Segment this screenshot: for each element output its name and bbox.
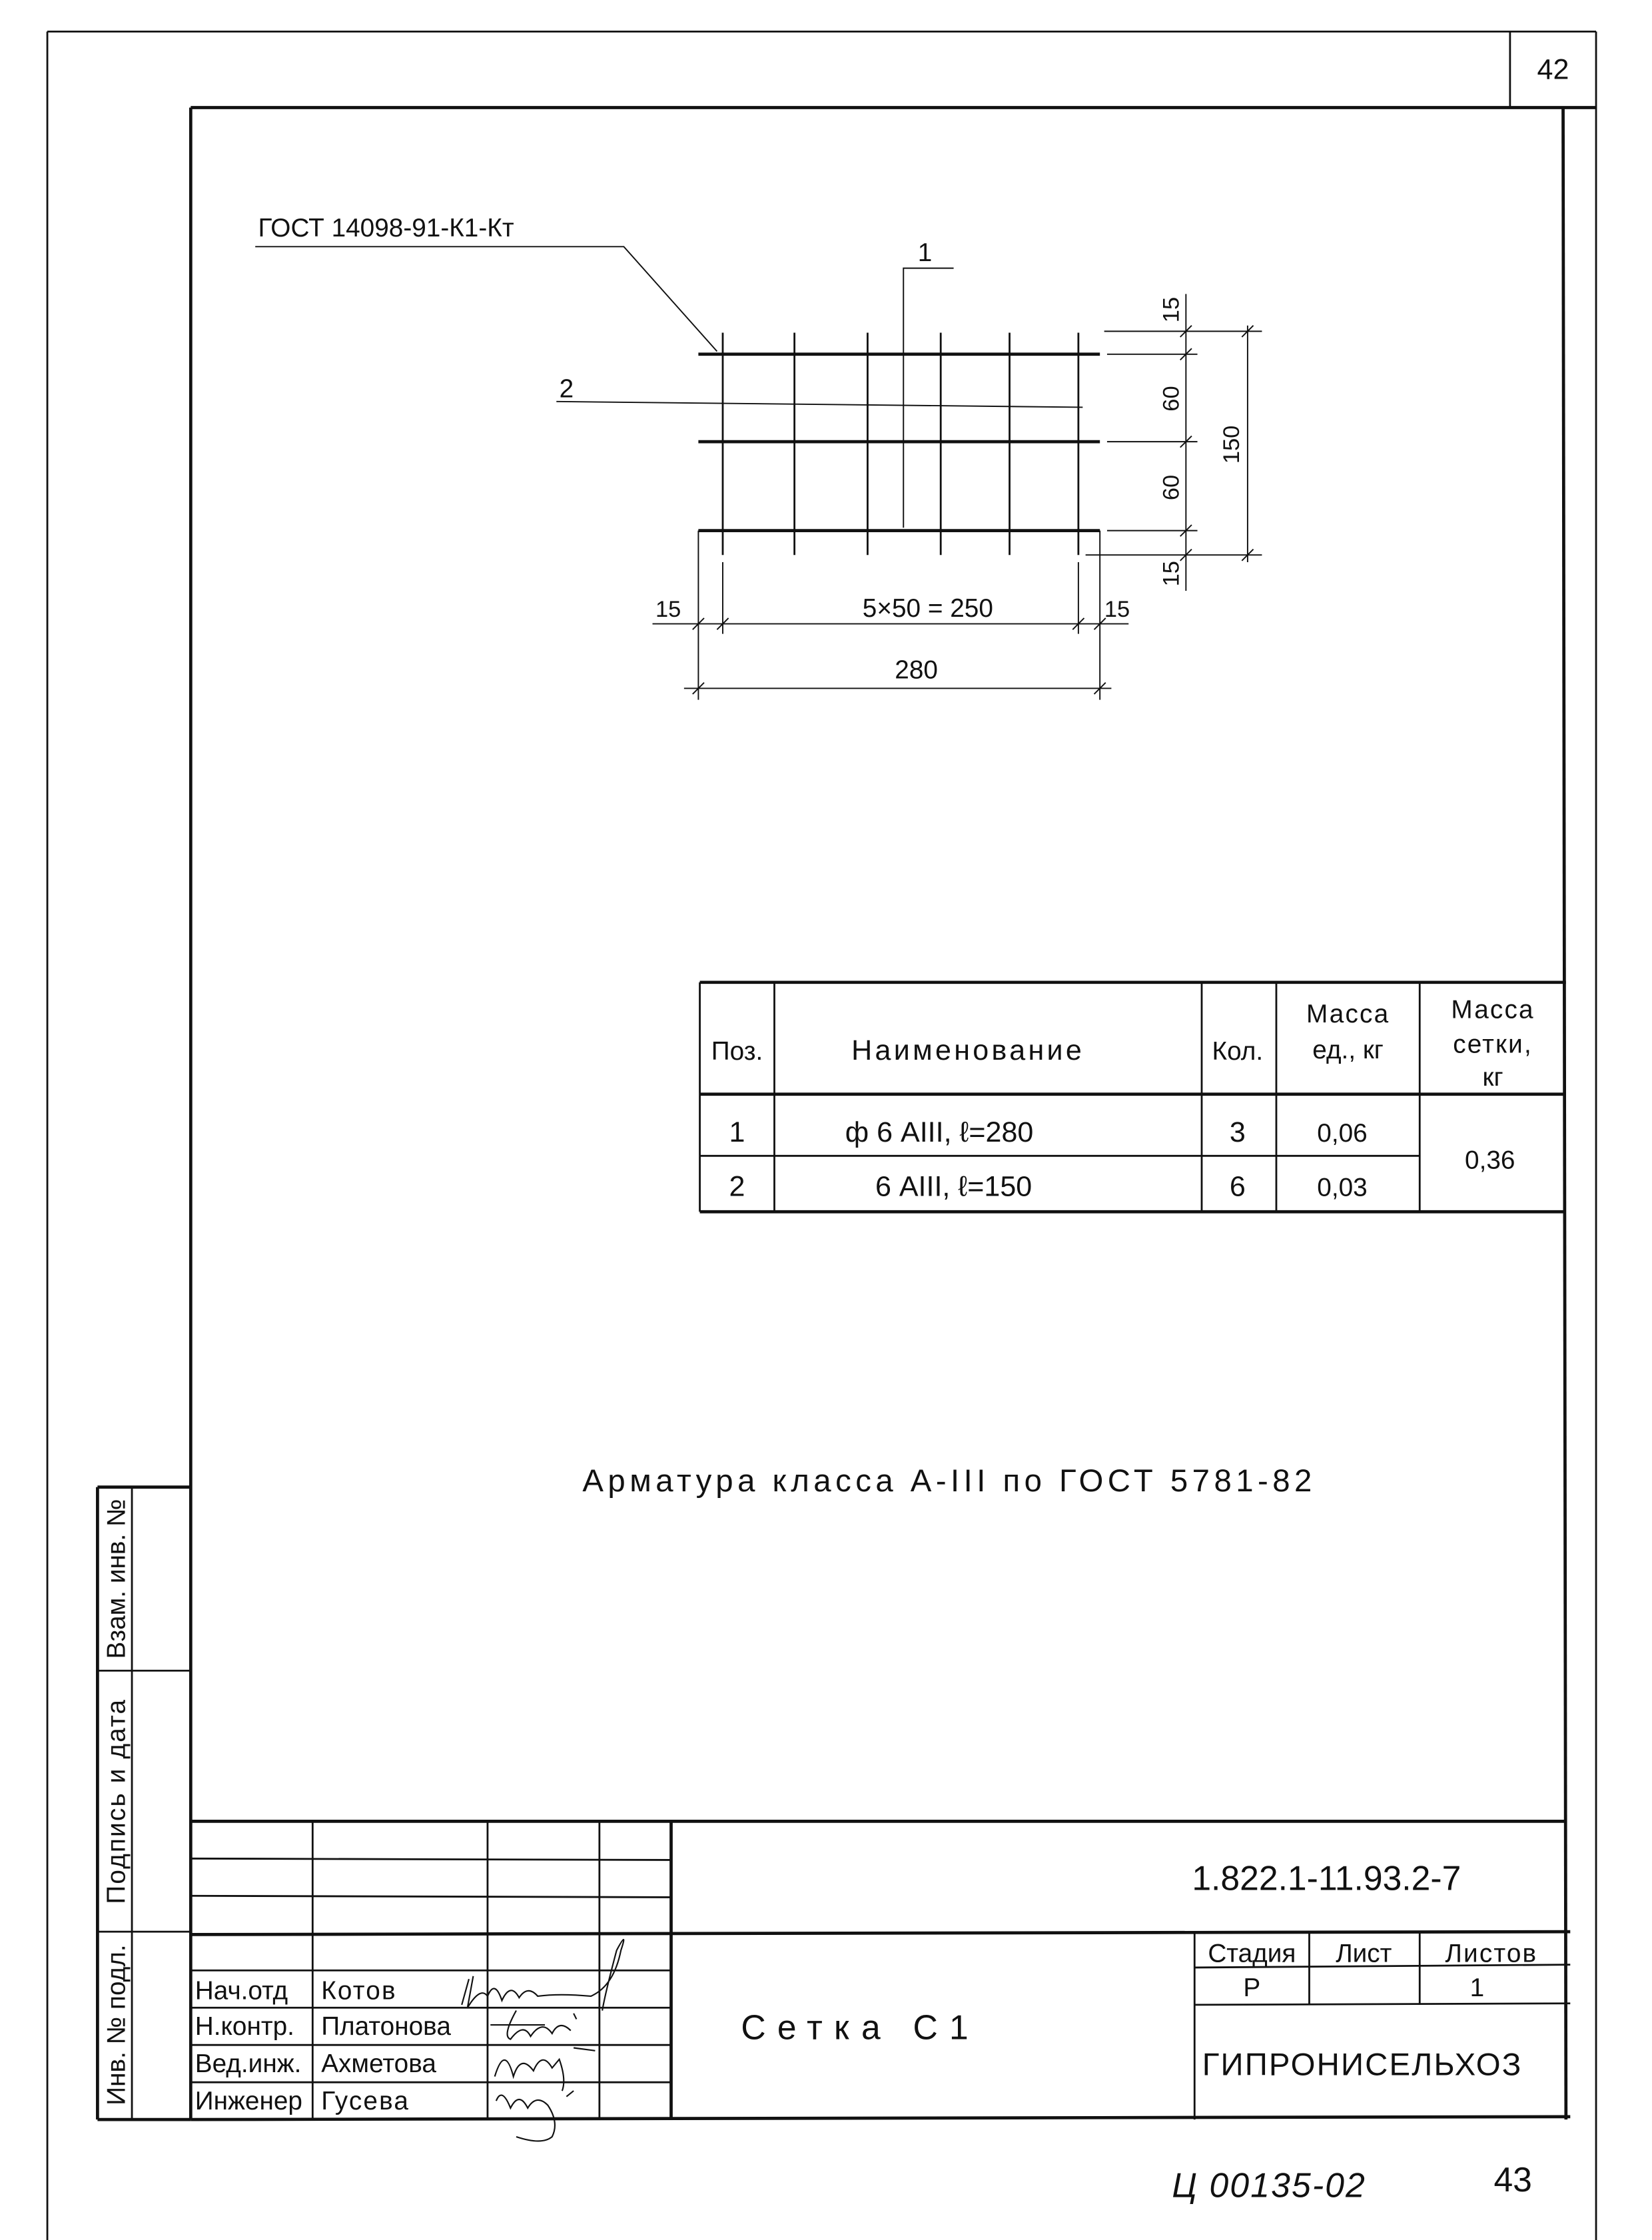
position-2-leader: [556, 400, 1083, 408]
sheet-label: Лист: [1336, 1939, 1392, 1968]
inner-frame-right: [1561, 107, 1568, 2120]
header-pos: Поз.: [711, 1037, 763, 1066]
staff-name: Ахметова: [321, 2050, 436, 2078]
document-code: 1.822.1-11.93.2-7: [1192, 1859, 1461, 1898]
staff-name: Платонова: [321, 2012, 451, 2041]
dim-15-bottom: 15: [1159, 561, 1184, 586]
dim-250: 5×50 = 250: [863, 594, 993, 623]
signature: [490, 2010, 578, 2040]
staff-role: Инженер: [195, 2087, 302, 2115]
dim-280: 280: [895, 655, 938, 684]
cell-mesh-mass: 0,36: [1465, 1146, 1515, 1175]
title-block-line: [1194, 1964, 1571, 1969]
original-inv-label: Инв. № подл.: [102, 1944, 131, 2105]
staff-role: Нач.отд: [195, 1976, 288, 2005]
dim-15-left: 15: [655, 597, 681, 622]
signature: [494, 2047, 596, 2091]
sheets-value: 1: [1470, 1974, 1485, 2002]
approval-strip: Взам. инв. № Подпись и дата Инв. № подл.: [96, 1485, 191, 2121]
table-row: 2 6 АIII, ℓ=150 6 0,03: [729, 1171, 1368, 1203]
title-block-line: [191, 1894, 671, 1898]
header-name: Наименование: [851, 1034, 1084, 1066]
reinforcement-note: Арматура класса А-III по ГОСТ 5781-82: [582, 1463, 1316, 1499]
title-block: 1.822.1-11.93.2-7 Сетка С1 Стадия Лист Л…: [191, 1819, 1571, 2142]
sheets-label: Листов: [1445, 1939, 1537, 1968]
header-mesh-mass: сетки,: [1453, 1030, 1533, 1058]
title-block-line: [1194, 2002, 1571, 2006]
position-2-label: 2: [560, 374, 574, 403]
stage-value: Р: [1243, 1974, 1260, 2002]
staff-name: Гусева: [321, 2087, 410, 2115]
staff-row: Н.контр. Платонова: [195, 2012, 452, 2041]
cell-unit-mass: 0,06: [1317, 1119, 1367, 1148]
title-block-line: [191, 1930, 1571, 1936]
stage-label: Стадия: [1208, 1939, 1296, 1968]
staff-row: Нач.отд Котов: [195, 1976, 396, 2005]
cell-name: ф 6 АIII, ℓ=280: [845, 1116, 1034, 1148]
cell-pos: 2: [729, 1171, 745, 1203]
archive-code: Ц 00135-02: [1172, 2165, 1366, 2204]
signature: [461, 1938, 625, 2011]
cell-name: 6 АIII, ℓ=150: [875, 1171, 1032, 1203]
header-unit-mass: Масса: [1306, 1000, 1390, 1028]
header-mesh-mass: Масса: [1451, 996, 1534, 1024]
staff-row: Вед.инж. Ахметова: [195, 2050, 437, 2078]
dim-60-a: 60: [1159, 386, 1184, 411]
staff-name: Котов: [321, 1976, 396, 2005]
signature: [495, 2090, 574, 2142]
page-number-top: 42: [1537, 53, 1569, 85]
cell-qty: 6: [1230, 1171, 1246, 1203]
mesh-drawing: ГОСТ 14098-91-К1-Кт 1 2 15: [255, 214, 1262, 700]
page-number-bottom: 43: [1493, 2160, 1531, 2199]
table-row: 1 ф 6 АIII, ℓ=280 3 0,06: [729, 1116, 1368, 1148]
header-mesh-mass: кг: [1482, 1063, 1503, 1092]
organization-name: ГИПРОНИСЕЛЬХОЗ: [1202, 2047, 1523, 2082]
cell-qty: 3: [1230, 1116, 1246, 1148]
dimension-ticks: [692, 325, 1254, 695]
dim-15-right: 15: [1104, 597, 1130, 622]
specification-table: Поз. Наименование Кол. Масса ед., кг Мас…: [699, 980, 1566, 1214]
signatures: [461, 1938, 625, 2142]
dim-150: 150: [1219, 426, 1244, 464]
drawing-title: Сетка С1: [741, 2008, 980, 2047]
header-qty: Кол.: [1212, 1037, 1264, 1066]
replacement-inv-label: Взам. инв. №: [102, 1499, 131, 1659]
staff-role: Вед.инж.: [195, 2050, 302, 2078]
title-block-line: [191, 1857, 671, 1861]
inner-frame-bottom: [191, 2115, 1571, 2121]
position-1-label: 1: [918, 238, 933, 267]
staff-row: Инженер Гусева: [195, 2087, 410, 2115]
weld-spec-leader: [255, 246, 718, 352]
position-1-leader: [903, 267, 954, 528]
weld-spec-label: ГОСТ 14098-91-К1-Кт: [258, 214, 514, 242]
staff-role: Н.контр.: [195, 2012, 294, 2041]
cell-unit-mass: 0,03: [1317, 1174, 1367, 1202]
inner-frame: [189, 106, 1597, 2121]
cell-pos: 1: [729, 1116, 745, 1148]
outer-frame: 42: [46, 30, 1597, 2240]
dim-15-top: 15: [1159, 297, 1184, 322]
header-unit-mass: ед., кг: [1312, 1036, 1384, 1064]
dim-60-b: 60: [1159, 475, 1184, 500]
signature-date-label: Подпись и дата: [102, 1698, 131, 1904]
